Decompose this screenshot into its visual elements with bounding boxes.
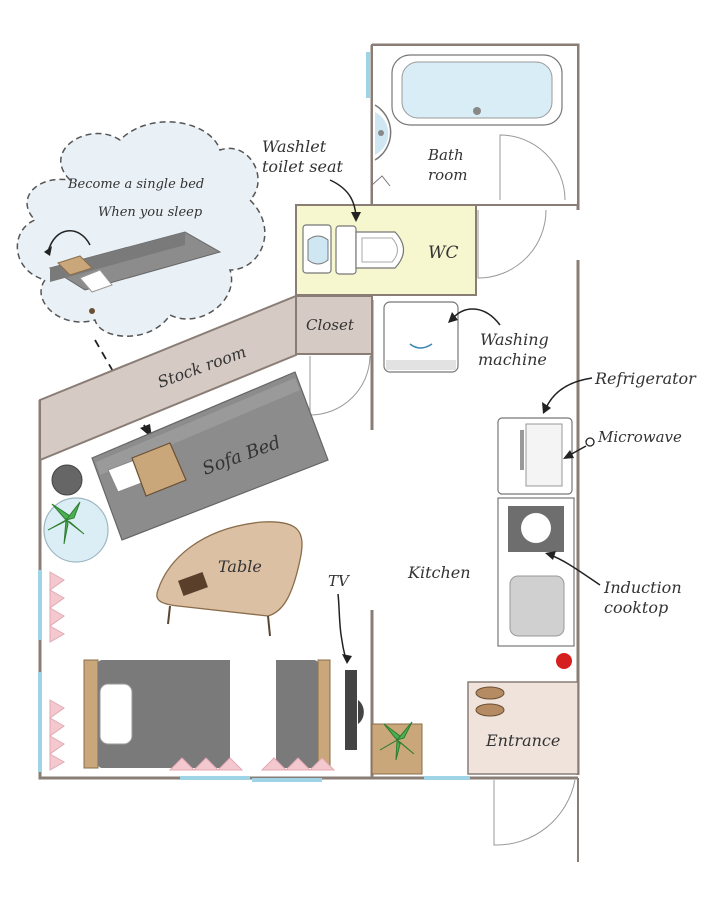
washlet-label-line2: toilet seat: [262, 157, 344, 176]
table-label: Table: [218, 557, 262, 576]
red-button: [556, 653, 572, 669]
closet-door: [309, 355, 371, 416]
washing-machine: [383, 301, 459, 373]
floor-lamp: [51, 464, 83, 496]
sofa-bed: [91, 371, 329, 541]
toilet: [335, 225, 405, 275]
plant-icon-left: [47, 501, 85, 545]
induction-label-line2: cooktop: [604, 598, 668, 617]
closet: [295, 295, 373, 355]
windows: [38, 52, 470, 782]
microwave-label: Microwave: [597, 428, 682, 446]
wc-label: WC: [428, 243, 458, 263]
tv-label: TV: [328, 572, 351, 590]
side-table: [43, 497, 109, 563]
main-bed: [83, 659, 331, 769]
refrigerator: [497, 417, 573, 495]
kitchen-label: Kitchen: [407, 563, 471, 582]
induction-label-line1: Induction: [603, 578, 682, 597]
bath-door: [499, 134, 566, 201]
entrance-label: Entrance: [485, 731, 560, 750]
refrigerator-label: Refrigerator: [594, 369, 697, 388]
cloud-text-line1: Become a single bed: [67, 177, 204, 192]
induction-cooktop: [497, 497, 575, 647]
bath-label-line1: Bath: [427, 146, 464, 164]
plant-icon-right: [379, 721, 415, 761]
single-bed-cloud: [16, 121, 266, 337]
washlet-label-line1: Washlet: [262, 137, 327, 156]
cloud-text-line2: When you sleep: [98, 205, 203, 220]
coffee-table: [156, 521, 303, 637]
curtains: [49, 571, 336, 771]
bath-label-line2: room: [428, 166, 467, 184]
washing-label-line2: machine: [478, 350, 547, 369]
washing-label-line1: Washing: [480, 330, 549, 349]
closet-label: Closet: [306, 316, 355, 334]
entrance-door: [493, 779, 576, 846]
wc-door: [477, 209, 547, 279]
tv: [345, 670, 357, 750]
bath-sink: [374, 104, 392, 161]
shoes-icon: [475, 686, 505, 717]
